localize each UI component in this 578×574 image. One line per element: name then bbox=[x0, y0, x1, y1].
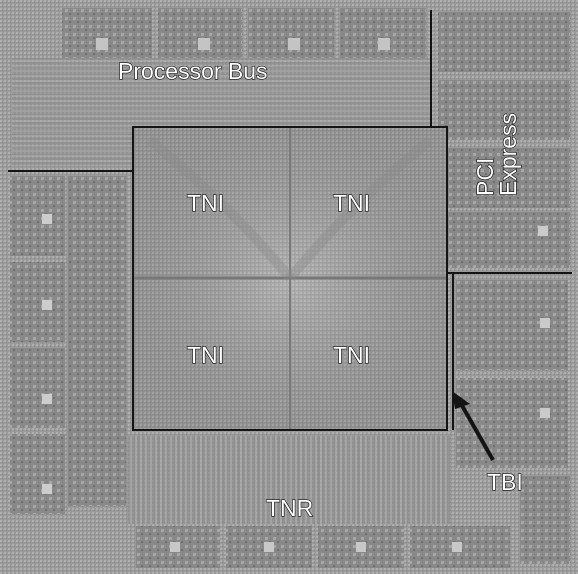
label-tni-bottom-left: TNI bbox=[187, 344, 224, 367]
label-tni-top-left: TNI bbox=[187, 192, 224, 215]
label-pci-express: PCI Express bbox=[474, 113, 520, 196]
label-tni-bottom-right: TNI bbox=[333, 344, 370, 367]
label-pci-line2: Express bbox=[497, 113, 520, 196]
label-pci-line1: PCI bbox=[474, 113, 497, 196]
label-processor-bus: Processor Bus bbox=[118, 60, 268, 83]
label-tnr: TNR bbox=[266, 497, 313, 520]
label-tbi: TBI bbox=[487, 471, 523, 494]
label-tni-top-right: TNI bbox=[333, 192, 370, 215]
